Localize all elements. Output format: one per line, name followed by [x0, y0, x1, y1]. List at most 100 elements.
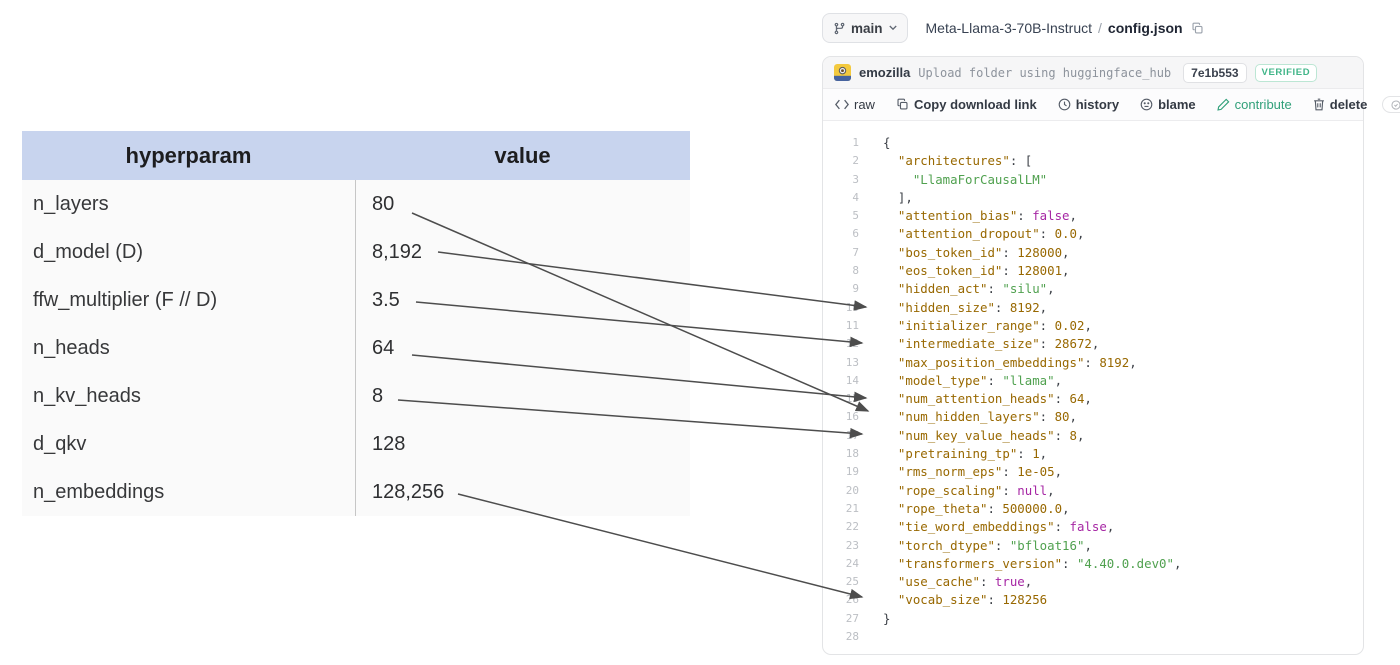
line-content: "hidden_size": 8192, — [897, 299, 1048, 315]
line-number: 5 — [852, 209, 859, 223]
git-branch-icon — [834, 22, 845, 34]
table-row: n_kv_heads 8 — [22, 372, 690, 420]
breadcrumb: Meta-Llama-3-70B-Instruct / config.json — [926, 20, 1204, 36]
copy-path-icon[interactable] — [1191, 22, 1204, 35]
code-line: 26 "vocab_size": 128256 — [833, 591, 1363, 609]
line-content: "bos_token_id": 128000, — [897, 244, 1070, 260]
code-line: 9 "hidden_act": "silu", — [833, 280, 1363, 298]
hyperparam-table: hyperparam value n_layers 80 d_model (D)… — [22, 131, 690, 516]
code-line: 19 "rms_norm_eps": 1e-05, — [833, 463, 1363, 481]
column-divider — [355, 180, 356, 516]
breadcrumb-file-name[interactable]: config.json — [1107, 20, 1183, 36]
history-button[interactable]: history — [1058, 97, 1119, 112]
line-content: "num_key_value_heads": 8, — [897, 427, 1085, 443]
clock-icon — [1058, 98, 1071, 111]
line-content: "model_type": "llama", — [897, 372, 1063, 388]
copy-icon — [897, 98, 908, 110]
verified-badge[interactable]: VERIFIED — [1254, 63, 1318, 82]
chevron-down-icon — [888, 25, 897, 31]
line-content: "rms_norm_eps": 1e-05, — [897, 464, 1063, 480]
line-content: ], — [883, 189, 913, 205]
line-number: 18 — [845, 447, 859, 461]
line-content: "num_attention_heads": 64, — [897, 391, 1092, 407]
line-number: 11 — [845, 318, 859, 332]
hyperparam-name: n_layers — [33, 192, 109, 215]
line-number: 13 — [845, 355, 859, 369]
hyperparam-value: 64 — [372, 336, 395, 359]
table-header-value: value — [494, 142, 551, 168]
line-number: 7 — [852, 245, 859, 259]
code-line: 10 "hidden_size": 8192, — [833, 299, 1363, 317]
line-content: "rope_theta": 500000.0, — [897, 500, 1070, 516]
face-icon — [1140, 98, 1153, 111]
line-number: 28 — [845, 630, 859, 644]
code-line: 8 "eos_token_id": 128001, — [833, 262, 1363, 280]
hyperparam-name: d_qkv — [33, 432, 87, 455]
hyperparam-value: 128,256 — [372, 480, 445, 503]
code-line: 27 } — [833, 610, 1363, 628]
code-line: 14 "model_type": "llama", — [833, 372, 1363, 390]
line-number: 15 — [845, 392, 859, 406]
hyperparam-value: 80 — [372, 192, 395, 215]
code-line: 15 "num_attention_heads": 64, — [833, 390, 1363, 408]
table-row: ffw_multiplier (F // D) 3.5 — [22, 276, 690, 324]
code-line: 16 "num_hidden_layers": 80, — [833, 408, 1363, 426]
breadcrumb-repo-link[interactable]: Meta-Llama-3-70B-Instruct — [925, 20, 1093, 36]
shield-icon — [1391, 99, 1400, 110]
commit-hash-badge[interactable]: 7e1b553 — [1183, 62, 1247, 83]
breadcrumb-separator: / — [1098, 20, 1102, 36]
line-number: 20 — [845, 483, 859, 497]
code-line: 12 "intermediate_size": 28672, — [833, 335, 1363, 353]
copy-download-link-button[interactable]: Copy download link — [896, 97, 1037, 112]
hyperparam-value: 128 — [372, 432, 406, 455]
line-content: "attention_bias": false, — [897, 208, 1077, 224]
line-content: "architectures": [ — [897, 153, 1033, 169]
code-line: 17 "num_key_value_heads": 8, — [833, 427, 1363, 445]
line-content: "vocab_size": 128256 — [897, 592, 1048, 608]
pencil-icon — [1216, 98, 1230, 111]
code-line: 23 "torch_dtype": "bfloat16", — [833, 537, 1363, 555]
line-number: 14 — [845, 373, 859, 387]
line-number: 25 — [845, 575, 859, 589]
line-number: 12 — [845, 337, 859, 351]
branch-selector-button[interactable]: main — [822, 13, 908, 43]
code-line: 1 { — [833, 134, 1363, 152]
commit-author[interactable]: emozilla — [859, 65, 911, 80]
hyperparam-value: 8 — [372, 384, 384, 407]
code-line: 5 "attention_bias": false, — [833, 207, 1363, 225]
delete-button[interactable]: delete — [1313, 97, 1367, 112]
table-row: n_heads 64 — [22, 324, 690, 372]
code-line: 11 "initializer_range": 0.02, — [833, 317, 1363, 335]
line-content: "eos_token_id": 128001, — [897, 263, 1070, 279]
branch-name: main — [851, 20, 883, 36]
line-number: 6 — [852, 227, 859, 241]
contribute-button[interactable]: contribute — [1216, 97, 1292, 112]
commit-message: Upload folder using huggingface_hub — [918, 65, 1172, 80]
line-number: 24 — [845, 556, 859, 570]
blame-button[interactable]: blame — [1140, 97, 1196, 112]
code-line: 2 "architectures": [ — [833, 152, 1363, 170]
line-number: 16 — [845, 410, 859, 424]
code-icon — [835, 99, 849, 110]
file-action-bar: raw Copy download link history blame con… — [823, 89, 1400, 121]
code-line: 13 "max_position_embeddings": 8192, — [833, 354, 1363, 372]
table-body: n_layers 80 d_model (D) 8,192 ffw_multip… — [22, 180, 690, 516]
code-line: 18 "pretraining_tp": 1, — [833, 445, 1363, 463]
line-content: "LlamaForCausalLM" — [912, 171, 1048, 187]
code-line: 24 "transformers_version": "4.40.0.dev0"… — [833, 555, 1363, 573]
trash-icon — [1313, 98, 1324, 111]
safe-badge[interactable]: Safe — [1382, 96, 1400, 113]
code-line: 25 "use_cache": true, — [833, 573, 1363, 591]
line-content: "attention_dropout": 0.0, — [897, 226, 1085, 242]
raw-button[interactable]: raw — [835, 97, 875, 112]
author-avatar[interactable] — [834, 64, 851, 81]
code-line: 21 "rope_theta": 500000.0, — [833, 500, 1363, 518]
line-content: "hidden_act": "silu", — [897, 281, 1055, 297]
line-number: 9 — [852, 282, 859, 296]
line-number: 26 — [845, 593, 859, 607]
hyperparam-name: n_embeddings — [33, 480, 165, 503]
line-content: "rope_scaling": null, — [897, 482, 1055, 498]
hyperparam-name: n_kv_heads — [33, 384, 141, 407]
code-line: 20 "rope_scaling": null, — [833, 482, 1363, 500]
